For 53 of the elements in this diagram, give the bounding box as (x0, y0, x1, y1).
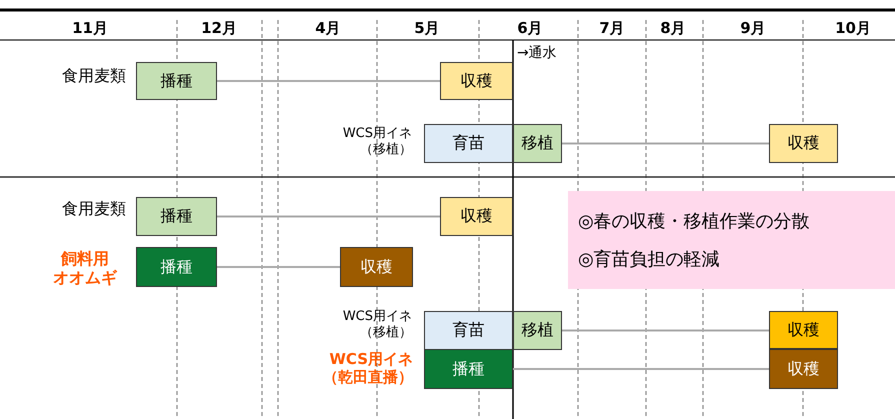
task-box (340, 247, 413, 287)
task-label: 播種 (452, 358, 484, 380)
task-box (513, 311, 562, 350)
task-box (424, 349, 513, 389)
note-panel (568, 191, 895, 289)
task-box (424, 311, 513, 350)
task-label: 播種 (160, 70, 192, 92)
task-box (136, 247, 217, 287)
task-box (440, 197, 513, 236)
crop-label: 食用麦類 (61, 199, 126, 218)
connector-line (217, 266, 340, 268)
task-label: 収穫 (460, 70, 492, 92)
task-label: 移植 (522, 133, 554, 154)
connector-line (562, 142, 769, 144)
task-box (769, 311, 838, 349)
task-box (136, 197, 217, 236)
task-label: 収穫 (788, 133, 820, 154)
crop-label: WCS用イネ（移植） (342, 126, 412, 158)
connector-line (513, 368, 769, 370)
connector-line (562, 330, 769, 332)
task-box (424, 124, 513, 163)
task-label: 収穫 (360, 256, 392, 278)
note-text: ◎春の収穫・移植作業の分散 (578, 210, 810, 233)
month-label: 12月 (200, 19, 238, 37)
task-label: 播種 (160, 206, 192, 227)
crop-label: 飼料用オオムギ (52, 249, 118, 288)
task-label: 播種 (160, 256, 192, 278)
task-label: 育苗 (452, 320, 484, 341)
connector-line (217, 80, 440, 82)
note-text: ◎育苗負担の軽減 (578, 248, 720, 271)
month-label: 6月 (516, 19, 544, 37)
month-label: 9月 (739, 19, 767, 37)
task-box (513, 124, 562, 163)
month-label: 10月 (834, 19, 872, 37)
task-label: 収穫 (788, 358, 820, 380)
crop-label: WCS用イネ（乾田直播） (322, 350, 413, 386)
task-box (769, 349, 838, 389)
task-box (769, 124, 838, 163)
task-label: 収穫 (788, 320, 820, 340)
month-label: 11月 (71, 19, 109, 37)
crop-label: WCS用イネ（移植） (342, 309, 412, 340)
connector-line (217, 216, 440, 218)
note-label: →通水 (517, 45, 558, 62)
month-label: 8月 (659, 19, 687, 37)
crop-label: 食用麦類 (61, 66, 126, 86)
month-label: 4月 (314, 19, 342, 37)
task-label: 移植 (522, 320, 554, 341)
task-box (136, 62, 217, 100)
task-label: 育苗 (452, 133, 484, 154)
task-label: 収穫 (460, 206, 492, 227)
month-label: 7月 (598, 19, 626, 37)
task-box (440, 62, 513, 100)
month-label: 5月 (413, 19, 441, 37)
